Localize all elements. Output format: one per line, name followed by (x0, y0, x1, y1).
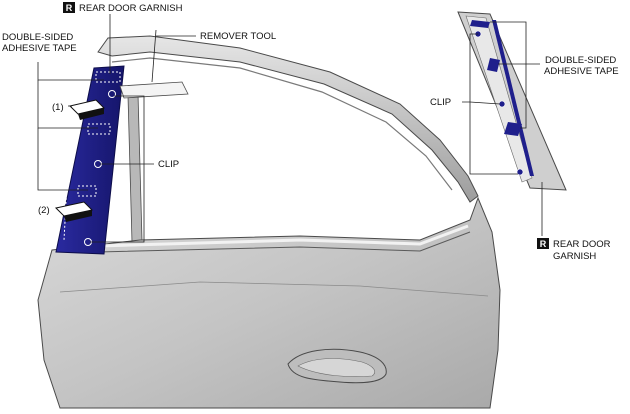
door-window-post (127, 93, 143, 243)
door-handle (287, 348, 387, 384)
rear-door-garnish-detached (457, 11, 567, 191)
remover-tool-label: REMOVER TOOL (200, 31, 276, 42)
tape-outline-1 (95, 71, 121, 83)
tape-strip-2 (487, 58, 500, 72)
clip-left-label: CLIP (158, 159, 179, 170)
tape-right-line2: ADHESIVE TAPE (544, 66, 619, 77)
step-1-label: (1) (52, 102, 64, 113)
remover-tool (119, 29, 189, 99)
leader-lines (37, 14, 543, 243)
garnish-top-badge: R (66, 3, 73, 13)
tape-strip-long (492, 20, 534, 176)
garnish-top-label: REAR DOOR GARNISH (79, 3, 183, 14)
door-beltline (97, 224, 469, 248)
door-window-frame (97, 35, 479, 203)
rear-door (37, 35, 501, 409)
garnish-bottom-badge-box (537, 238, 549, 249)
step-2-wedge (54, 201, 94, 222)
clip-1 (108, 90, 116, 98)
rear-door-garnish-installed (55, 65, 125, 255)
door-crease (59, 281, 489, 297)
door-panel (37, 196, 501, 409)
door-frame-channel (111, 57, 453, 191)
step-2-label: (2) (38, 205, 50, 216)
door-beltline-shadow (97, 231, 471, 253)
clip-right-label: CLIP (430, 97, 451, 108)
garnish-bottom-line1: REAR DOOR (553, 239, 611, 250)
step-1-wedge (69, 99, 105, 120)
garnish-bottom-badge: R (540, 239, 547, 249)
tape-outline-3 (77, 185, 97, 197)
tape-strip-1 (470, 20, 490, 28)
tape-right-line1: DOUBLE-SIDED (545, 55, 616, 66)
tape-left-line2: ADHESIVE TAPE (2, 43, 77, 54)
tape-strip-3 (504, 122, 522, 136)
clip-right-3 (516, 168, 524, 176)
tape-left-line1: DOUBLE-SIDED (2, 32, 73, 43)
garnish-top-badge-box (63, 2, 75, 13)
garnish-bottom-line2: GARNISH (553, 251, 596, 262)
